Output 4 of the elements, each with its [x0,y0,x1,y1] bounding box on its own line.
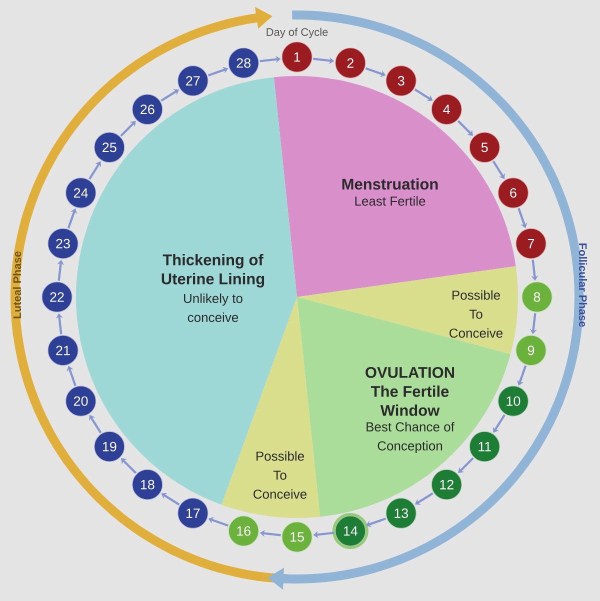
pie-sector: Possible To Conceive [297,266,518,354]
arc-label: Luteal Phase [12,251,22,318]
arc-label: Day of Cycle [266,28,328,38]
arc-label: Follicular Phase [578,244,588,327]
